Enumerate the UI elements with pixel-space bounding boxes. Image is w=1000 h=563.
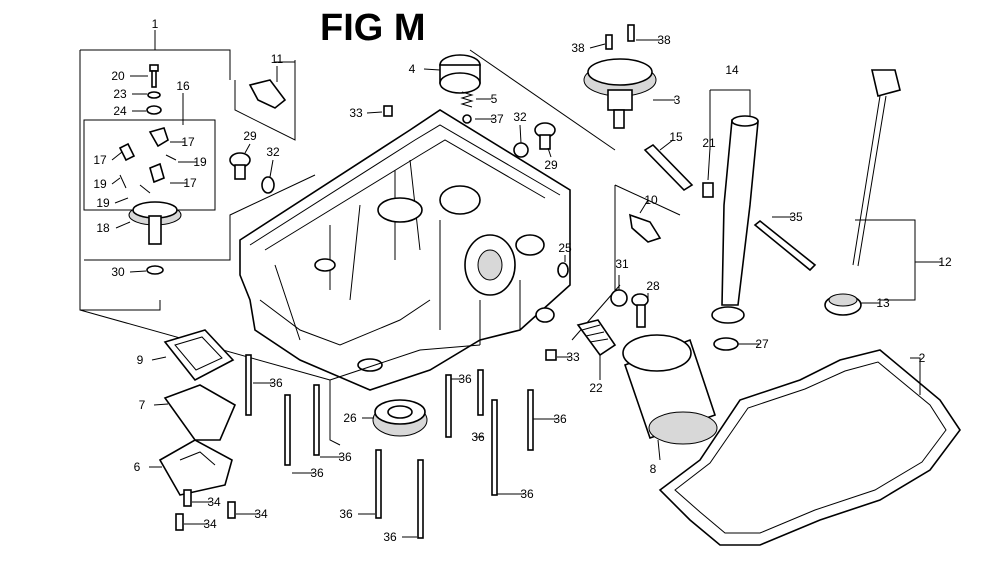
oil-seal-26 [372, 399, 428, 437]
callout-c36h: 36 [339, 507, 353, 521]
callout-c23: 23 [113, 87, 127, 101]
dowel-33-bottom [545, 349, 557, 361]
callout-c19a: 19 [193, 155, 207, 169]
bolts-36 [245, 354, 534, 539]
callout-c36a: 36 [269, 376, 283, 390]
callout-c34b: 34 [254, 507, 268, 521]
callout-c22: 22 [589, 381, 603, 395]
callout-c14: 14 [725, 63, 739, 77]
callout-c26: 26 [343, 411, 357, 425]
callout-c34c: 34 [203, 517, 217, 531]
oring-25 [557, 262, 569, 278]
callout-c36g: 36 [520, 487, 534, 501]
drain-plug-29-right [534, 122, 556, 150]
ball-37 [462, 114, 472, 124]
bolt-28 [631, 293, 649, 328]
breather-plate-9 [163, 329, 235, 382]
bolt-35 [753, 219, 817, 272]
callout-c28: 28 [646, 279, 660, 293]
callout-c36d: 36 [471, 430, 485, 444]
callout-c13: 13 [876, 296, 890, 310]
callout-c29a: 29 [243, 129, 257, 143]
camshaft-gear-3 [583, 58, 657, 129]
bolt-38-left [605, 34, 613, 50]
callout-c12: 12 [938, 255, 952, 269]
callout-c5: 5 [491, 92, 498, 106]
callout-c38a: 38 [571, 41, 585, 55]
oil-filler-tube-14 [709, 89, 759, 324]
callout-c8: 8 [650, 462, 657, 476]
crankcase-cover [239, 109, 571, 391]
dowel-33-top [383, 105, 393, 117]
callout-c33a: 33 [349, 106, 363, 120]
washer-23 [147, 91, 161, 99]
callout-c17a: 17 [181, 135, 195, 149]
governor-gear-18 [128, 201, 182, 245]
callout-c36f: 36 [310, 466, 324, 480]
callout-c36i: 36 [383, 530, 397, 544]
washer-24 [146, 105, 162, 115]
callout-c19c: 19 [96, 196, 110, 210]
gasket-2 [658, 349, 961, 546]
oil-filter-8 [622, 334, 718, 461]
callout-c24: 24 [113, 104, 127, 118]
drain-plug-29-left [229, 152, 251, 180]
callout-c16: 16 [176, 79, 190, 93]
callout-c29b: 29 [544, 158, 558, 172]
dipstick-12 [852, 69, 916, 301]
cap-4 [439, 54, 481, 94]
callout-c2: 2 [919, 351, 926, 365]
callout-c36e: 36 [338, 450, 352, 464]
callout-c32a: 32 [266, 145, 280, 159]
callout-c19b: 19 [93, 177, 107, 191]
callout-c27: 27 [755, 337, 769, 351]
callout-c30: 30 [111, 265, 125, 279]
washer-30 [146, 265, 164, 275]
bolts-34 [175, 489, 236, 531]
callout-c10: 10 [644, 193, 658, 207]
callout-c4: 4 [409, 62, 416, 76]
callout-c38b: 38 [657, 33, 671, 47]
callout-c11: 11 [271, 52, 284, 66]
bolt-38-right [627, 24, 635, 42]
washer-32-right [513, 142, 529, 158]
nipple-22 [576, 319, 617, 357]
callout-c7: 7 [139, 398, 146, 412]
sensor-11-group [229, 60, 316, 230]
figure-title: FIG M [320, 7, 426, 49]
pipe-15 [643, 143, 694, 192]
spring-5 [460, 91, 474, 108]
washer-32-left [261, 176, 275, 194]
callout-c9: 9 [137, 353, 144, 367]
callout-c18: 18 [96, 221, 110, 235]
breather-cover-6 [158, 439, 233, 496]
callout-c1: 1 [152, 17, 159, 31]
callout-c3: 3 [674, 93, 681, 107]
collar-21 [702, 182, 714, 198]
callout-c34a: 34 [207, 495, 221, 509]
callout-c36b: 36 [458, 372, 472, 386]
callout-c35: 35 [789, 210, 803, 224]
oring-27 [713, 337, 739, 351]
callout-c36c: 36 [553, 412, 567, 426]
breather-gasket-7 [163, 384, 237, 441]
callout-c21: 21 [702, 136, 716, 150]
callout-c31: 31 [615, 257, 629, 271]
callout-c25: 25 [558, 241, 572, 255]
callout-c20: 20 [111, 69, 125, 83]
callout-c17b: 17 [93, 153, 107, 167]
seal-13 [824, 293, 862, 316]
callout-c15: 15 [669, 130, 683, 144]
callout-c17c: 17 [183, 176, 197, 190]
bolt-20 [149, 64, 159, 88]
leader-lines [111, 39, 942, 538]
governor-weights [118, 127, 177, 194]
callout-c33b: 33 [566, 350, 580, 364]
callout-c37: 37 [490, 112, 504, 126]
callout-c6: 6 [134, 460, 141, 474]
callout-c32b: 32 [513, 110, 527, 124]
